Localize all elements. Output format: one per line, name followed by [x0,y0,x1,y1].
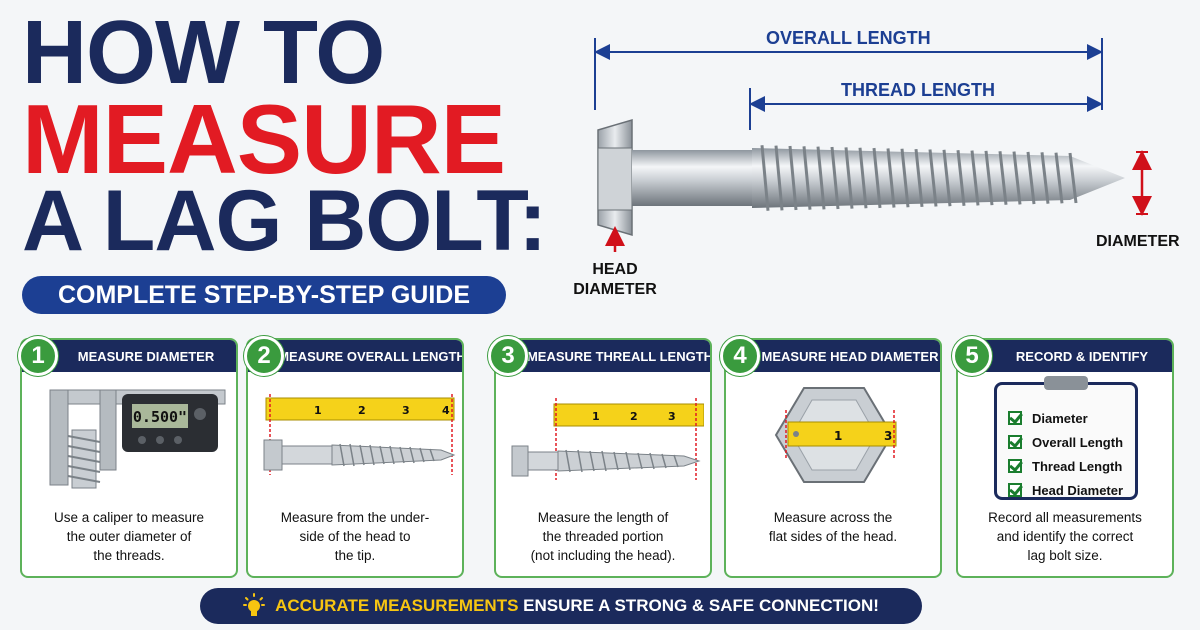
checklist-item: Overall Length [1008,430,1123,454]
diameter-label: DIAMETER [1096,233,1180,250]
step-2-description: Measure from the under-side of the head … [280,510,430,563]
step-card-5: RECORD & IDENTIFY Diameter Overall Lengt… [956,338,1174,578]
subtitle-pill: COMPLETE STEP-BY-STEP GUIDE [22,276,506,314]
caliper-reading: 0.500" [133,408,187,426]
checkbox-checked-icon [1008,435,1022,449]
svg-text:3: 3 [402,404,410,417]
bottom-banner: ACCURATE MEASUREMENTS ENSURE A STRONG & … [200,588,922,624]
checkbox-checked-icon [1008,459,1022,473]
banner-text: ENSURE A STRONG & SAFE CONNECTION! [523,596,879,615]
svg-text:3: 3 [884,429,892,443]
step-4-number: 4 [720,336,760,376]
checkbox-checked-icon [1008,411,1022,425]
head-diameter-label: HEAD DIAMETER [573,261,657,298]
svg-text:3: 3 [668,410,676,423]
checklist-item: Thread Length [1008,454,1123,478]
step-5-heading: RECORD & IDENTIFY [958,340,1172,372]
thread-length-label: THREAD LENGTH [841,80,995,100]
svg-text:1: 1 [314,404,322,417]
banner-highlight: ACCURATE MEASUREMENTS [275,596,519,615]
clipboard-clip [1044,376,1088,390]
checkbox-checked-icon [1008,483,1022,497]
svg-text:1: 1 [834,429,842,443]
svg-text:1: 1 [592,410,600,423]
title-line-3: A LAG BOLT: [22,173,547,269]
step-card-3: MEASURE THREALL LENGTH 1 2 3 Measure the l… [494,338,712,578]
svg-text:2: 2 [358,404,366,417]
svg-text:4: 4 [442,404,450,417]
caliper-illustration: 0.500" [49,389,226,489]
record-checklist: Diameter Overall Length Thread Length He… [1008,406,1123,502]
step-1-number: 1 [18,336,58,376]
title-line-1: HOW TO [22,3,385,103]
tape-measure-overall-illustration: 1 2 3 4 [263,394,456,475]
checklist-item: Diameter [1008,406,1123,430]
step-3-number: 3 [488,336,528,376]
checklist-item: Head Diameter [1008,478,1123,502]
step-3-heading: MEASURE THREALL LENGTH [496,340,710,372]
step-card-1: MEASURE DIAMETER 0.500" Use a caliper to… [20,338,238,578]
lag-bolt-diagram [594,38,1152,252]
step-2-number: 2 [244,336,284,376]
title-line-2: MEASURE [22,84,506,194]
step-4-heading: MEASURE HEAD DIAMETER [726,340,940,372]
overall-length-label: OVERALL LENGTH [766,28,931,48]
lightbulb-icon [243,593,266,616]
svg-text:2: 2 [630,410,638,423]
tape-measure-thread-illustration: 1 2 3 [511,398,704,480]
step-5-number: 5 [952,336,992,376]
